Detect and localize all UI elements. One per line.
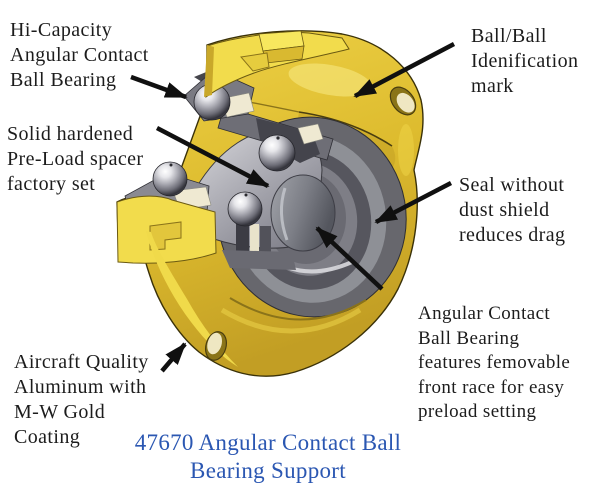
- housing-highlight: [288, 63, 372, 97]
- housing-bottom-cut-edge: [146, 231, 238, 367]
- callout-arrow-ball-mark: [353, 42, 456, 98]
- housing-bottom-glow: [220, 307, 362, 334]
- callout-line: Ball/Ball: [471, 25, 547, 47]
- race-pillar-left-ball4: [236, 220, 249, 254]
- callout-arrow-front-race: [315, 226, 384, 291]
- callout-arrow-hi-capacity: [130, 74, 188, 100]
- callout-line: M-W Gold: [14, 401, 106, 423]
- bore-highlight: [280, 187, 289, 241]
- callout-line: Idenification: [471, 50, 579, 72]
- figure-caption: 47670 Angular Contact Ball Bearing Suppo…: [118, 429, 418, 484]
- ball-4-id-mark: [244, 193, 248, 197]
- callout-arrow-aluminum: [160, 342, 187, 373]
- callout-line: Coating: [14, 426, 81, 448]
- callout-line: Seal without: [459, 174, 565, 196]
- bearing-ball-2: [258, 134, 296, 172]
- housing-lower-castellation: [149, 221, 182, 251]
- housing-bottom-rim: [229, 297, 367, 321]
- callout-line: Angular Contact: [418, 303, 551, 324]
- flange-hole-lower: [204, 331, 228, 361]
- caption-line: 47670 Angular Contact Ball: [134, 430, 402, 455]
- cage-cream-ball4: [250, 224, 259, 252]
- callout-line: factory set: [7, 173, 96, 195]
- callout-ball-identification-mark: Ball/Ball Idenification mark: [471, 24, 578, 99]
- callout-line: front race for easy: [418, 376, 565, 398]
- ball-2-id-mark: [276, 136, 280, 140]
- race-pillar-right-ball4: [260, 226, 271, 252]
- callout-line: Ball Bearing: [10, 69, 117, 91]
- callout-line: mark: [471, 75, 514, 97]
- ball-3-id-mark: [169, 163, 173, 167]
- callout-line: Aircraft Quality: [14, 351, 149, 373]
- bearing-ball-4: [227, 191, 263, 227]
- callout-line: dust shield: [459, 199, 550, 221]
- callout-line: Pre-Load spacer: [7, 148, 144, 170]
- callout-line: Solid hardened: [7, 123, 134, 145]
- housing-seam: [298, 111, 393, 147]
- callout-preload-spacer: Solid hardened Pre-Load spacer factory s…: [7, 122, 144, 197]
- housing-cut-edge-strip: [204, 45, 214, 97]
- callout-line: Aluminum with: [14, 376, 147, 398]
- callout-arrow-seal: [374, 181, 453, 224]
- callout-line: reduces drag: [459, 224, 566, 246]
- callout-removable-front-race: Angular Contact Ball Bearing features fe…: [418, 302, 570, 425]
- housing-top-notch: [240, 52, 270, 72]
- race-base-ball4: [222, 250, 296, 270]
- flange-hole-upper-bore: [396, 92, 415, 113]
- callout-line: Hi-Capacity: [10, 19, 113, 41]
- flange-hole-upper: [389, 86, 417, 116]
- callout-arrow-preload-spacer: [155, 126, 270, 188]
- callout-line: Ball Bearing: [418, 327, 520, 349]
- flange-highlight: [398, 124, 414, 176]
- caption-line: Bearing Support: [190, 457, 346, 483]
- callout-line: Angular Contact: [10, 44, 149, 66]
- callout-gold-coated-aluminum: Aircraft Quality Aluminum with M-W Gold …: [14, 350, 149, 450]
- callout-seal-no-dust-shield: Seal without dust shield reduces drag: [459, 173, 565, 248]
- flange-hole-lower-bore: [207, 332, 223, 355]
- bearing-ball-3: [152, 161, 188, 197]
- cage-cream-ball2: [297, 123, 324, 145]
- callout-line: preload setting: [418, 401, 537, 422]
- callout-hi-capacity-bearing: Hi-Capacity Angular Contact Ball Bearing: [10, 18, 149, 93]
- callout-line: features femovable: [418, 352, 571, 373]
